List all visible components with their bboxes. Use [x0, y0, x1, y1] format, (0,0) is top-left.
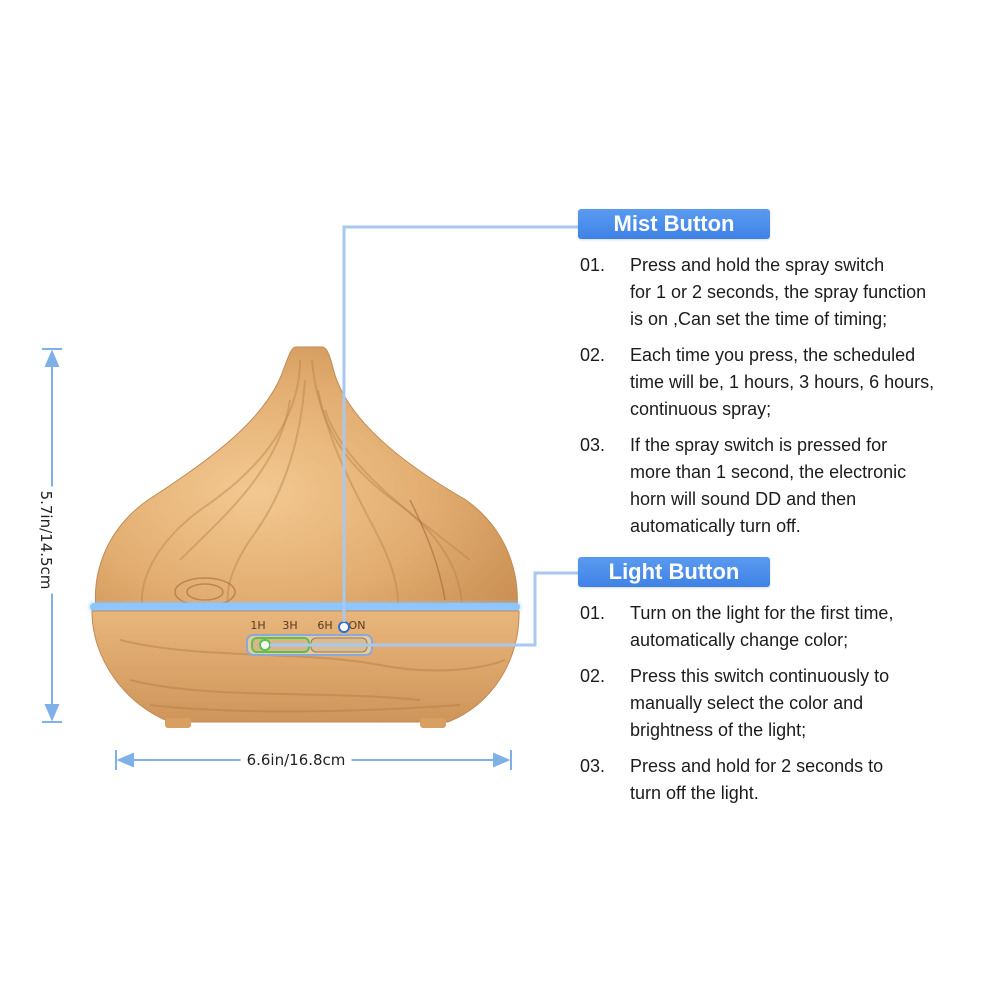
list-item: 02. Each time you press, the scheduled t… — [580, 342, 980, 423]
mist-button-marker — [338, 621, 350, 633]
step-number: 01. — [580, 255, 606, 275]
callout-lines — [270, 225, 580, 647]
step-text: If the spray switch is pressed for more … — [630, 435, 907, 536]
diffuser-foot — [420, 718, 446, 728]
label-on: ON — [349, 619, 366, 632]
mist-steps-list: 01. Press and hold the spray switch for … — [580, 252, 980, 549]
list-item: 01. Press and hold the spray switch for … — [580, 252, 980, 333]
step-number: 01. — [580, 603, 606, 623]
step-number: 02. — [580, 345, 606, 365]
diffuser-body — [90, 346, 520, 728]
mist-callout-line — [342, 225, 580, 622]
step-number: 03. — [580, 435, 606, 455]
label-3h: 3H — [282, 619, 297, 632]
label-1h: 1H — [250, 619, 265, 632]
control-panel: 1H 3H 6H ON — [246, 619, 373, 656]
list-item: 03. If the spray switch is pressed for m… — [580, 432, 980, 540]
light-button-marker — [259, 639, 271, 651]
light-callout-line — [270, 571, 580, 647]
step-number: 03. — [580, 756, 606, 776]
list-item: 03. Press and hold for 2 seconds to turn… — [580, 753, 980, 807]
diffuser-foot — [165, 718, 191, 728]
led-ring — [90, 603, 520, 611]
light-button-title: Light Button — [578, 557, 770, 587]
step-text: Press and hold the spray switch for 1 or… — [630, 255, 927, 329]
light-steps-list: 01. Turn on the light for the first time… — [580, 600, 980, 816]
step-text: Press this switch continuously to manual… — [630, 666, 890, 740]
width-label: 6.6in/16.8cm — [240, 751, 352, 769]
label-6h: 6H — [317, 619, 332, 632]
step-text: Turn on the light for the first time, au… — [630, 603, 894, 650]
step-number: 02. — [580, 666, 606, 686]
mist-button-title: Mist Button — [578, 209, 770, 239]
height-label: 5.7in/14.5cm — [35, 486, 57, 594]
list-item: 01. Turn on the light for the first time… — [580, 600, 980, 654]
list-item: 02. Press this switch continuously to ma… — [580, 663, 980, 744]
step-text: Each time you press, the scheduled time … — [630, 345, 935, 419]
step-text: Press and hold for 2 seconds to turn off… — [630, 756, 884, 803]
